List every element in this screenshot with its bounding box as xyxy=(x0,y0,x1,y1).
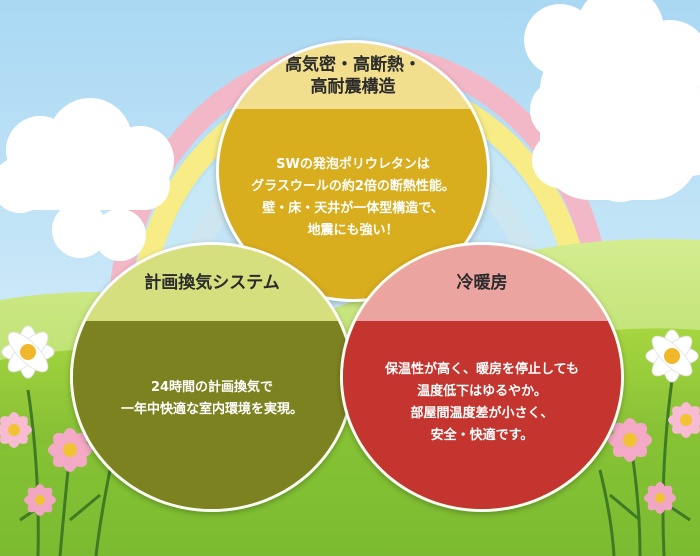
feature-ventilation-system: 計画換気システム 24時間の計画換気で 一年中快適な室内環境を実現。 xyxy=(70,242,354,512)
description-line: 部屋間温度差が小さく、 xyxy=(410,406,554,421)
feature-description-ventilation: 24時間の計画換気で 一年中快適な室内環境を実現。 xyxy=(73,321,351,509)
description-line: 壁・床・天井が一体型構造で、 xyxy=(262,201,444,216)
cloud-icon xyxy=(524,0,700,202)
feature-title-heating-cooling: 冷暖房 xyxy=(343,245,621,321)
title-line: 高気密・高断熱・ xyxy=(285,55,421,75)
feature-description-heating-cooling: 保温性が高く、暖房を停止しても 温度低下はゆるやか。 部屋間温度差が小さく、 安… xyxy=(343,321,621,509)
description-line: SWの発泡ポリウレタンは xyxy=(276,157,430,172)
description-line: 24時間の計画換気で xyxy=(150,380,274,395)
title-line: 計画換気システム xyxy=(144,273,280,293)
description-line: 一年中快適な室内環境を実現。 xyxy=(120,402,303,417)
description-line: 地震にも強い！ xyxy=(307,223,399,238)
cloud-icon xyxy=(0,98,174,261)
title-line: 高耐震構造 xyxy=(310,77,396,97)
description-line: 温度低下はゆるやか。 xyxy=(417,384,547,399)
description-line: グラスウールの約2倍の断熱性能。 xyxy=(251,179,455,194)
title-line: 冷暖房 xyxy=(456,273,508,293)
feature-heating-cooling: 冷暖房 保温性が高く、暖房を停止しても 温度低下はゆるやか。 部屋間温度差が小さ… xyxy=(340,242,624,512)
feature-title-ventilation: 計画換気システム xyxy=(73,245,351,321)
description-line: 保温性が高く、暖房を停止しても xyxy=(385,362,579,377)
feature-title-airtight: 高気密・高断熱・ 高耐震構造 xyxy=(219,43,487,109)
description-line: 安全・快適です。 xyxy=(430,428,534,443)
